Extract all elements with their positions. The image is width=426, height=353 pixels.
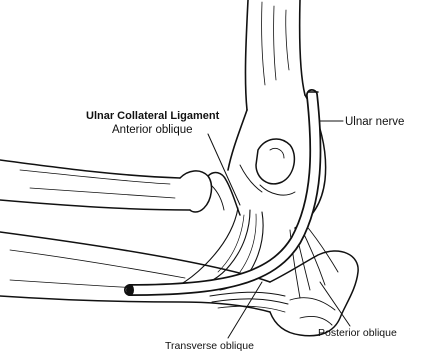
transverse-oblique-ligament [210, 292, 288, 312]
label-posterior-oblique: Posterior oblique [318, 328, 397, 339]
label-anterior-oblique: Anterior oblique [112, 125, 193, 137]
leader-transverse-oblique [228, 282, 262, 338]
radius-bone [0, 160, 211, 212]
label-transverse-oblique: Transverse oblique [165, 341, 254, 352]
label-ulnar-nerve: Ulnar nerve [345, 117, 404, 129]
label-ulnar-collateral-ligament: Ulnar Collateral Ligament [86, 111, 219, 122]
humerus-bone [228, 0, 305, 170]
